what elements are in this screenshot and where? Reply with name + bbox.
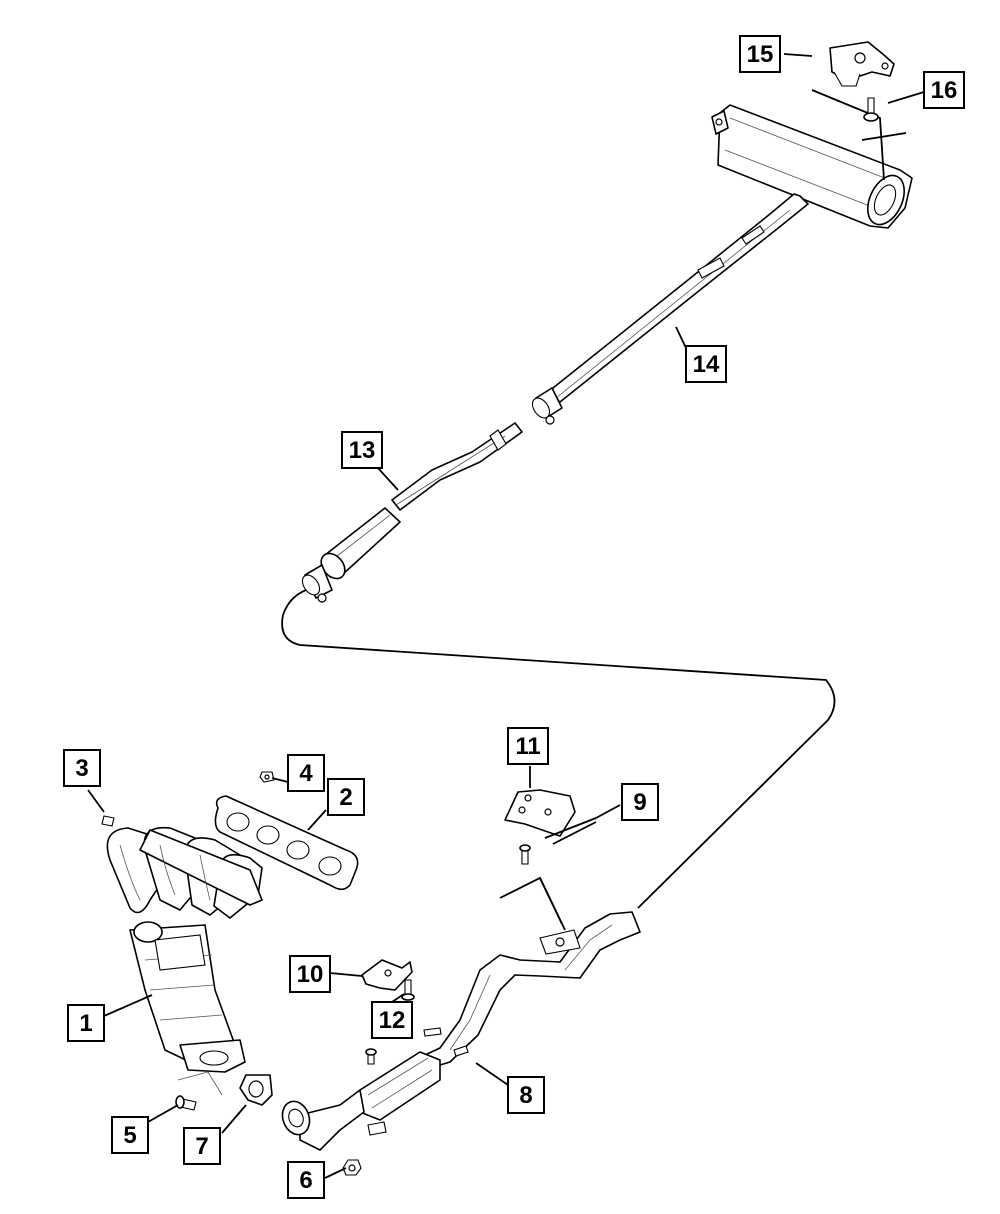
callout-12: 12 xyxy=(371,1001,413,1039)
muffler xyxy=(711,104,913,229)
callout-8: 8 xyxy=(507,1076,545,1114)
bolt-5 xyxy=(175,1095,197,1111)
callout-1: 1 xyxy=(67,1004,105,1042)
bolt-16 xyxy=(863,97,879,122)
leader-5 xyxy=(147,1104,179,1123)
callout-13-label: 13 xyxy=(349,437,376,464)
gasket-7 xyxy=(239,1074,273,1106)
isolator-bracket xyxy=(499,789,597,931)
nut-4 xyxy=(259,771,275,783)
leader-2 xyxy=(307,809,327,831)
callout-5: 5 xyxy=(111,1116,149,1154)
leader-15 xyxy=(783,53,813,57)
tailpipe xyxy=(531,193,809,425)
leader-12 xyxy=(391,993,405,1003)
leader-13 xyxy=(377,467,399,491)
callout-11: 11 xyxy=(507,727,549,765)
leader-9 xyxy=(595,804,621,819)
leader-14 xyxy=(675,326,687,349)
leader-4 xyxy=(271,777,289,783)
routing-line xyxy=(281,587,836,909)
hanger-bracket xyxy=(811,41,907,181)
callout-7: 7 xyxy=(183,1127,221,1165)
leader-1 xyxy=(103,994,153,1017)
leader-16 xyxy=(887,91,925,104)
callout-3: 3 xyxy=(63,749,101,787)
callout-10: 10 xyxy=(289,955,331,993)
bolt-12 xyxy=(401,979,415,1001)
callout-13: 13 xyxy=(341,431,383,469)
callout-4: 4 xyxy=(287,754,325,792)
front-pipe xyxy=(281,911,641,1151)
callout-1-label: 1 xyxy=(79,1010,92,1037)
callout-4-label: 4 xyxy=(299,760,313,787)
leader-6 xyxy=(324,1167,347,1179)
callout-9-label: 9 xyxy=(633,789,646,816)
callout-9: 9 xyxy=(621,783,659,821)
manifold-gasket xyxy=(214,795,359,891)
callout-7-label: 7 xyxy=(195,1133,208,1160)
leader-8 xyxy=(475,1062,509,1086)
leader-3 xyxy=(87,789,105,813)
callout-14-label: 14 xyxy=(693,351,720,378)
callout-16-label: 16 xyxy=(931,77,958,104)
callout-2-label: 2 xyxy=(339,784,352,811)
callout-2: 2 xyxy=(327,778,365,816)
bolt-3 xyxy=(101,815,115,827)
callout-14: 14 xyxy=(685,345,727,383)
callout-11-label: 11 xyxy=(515,733,540,760)
exhaust-manifold xyxy=(106,826,263,1096)
callout-15-label: 15 xyxy=(747,41,774,68)
callout-16: 16 xyxy=(923,71,965,109)
callout-3-label: 3 xyxy=(75,755,88,782)
bracket-10 xyxy=(361,959,413,991)
callout-6: 6 xyxy=(287,1161,325,1199)
leader-7 xyxy=(221,1104,247,1134)
callout-5-label: 5 xyxy=(123,1122,136,1149)
callout-8-label: 8 xyxy=(519,1082,532,1109)
nut-6 xyxy=(342,1159,362,1176)
callout-6-label: 6 xyxy=(299,1167,312,1194)
callout-15: 15 xyxy=(739,35,781,73)
leader-10 xyxy=(329,972,363,977)
resonator-pipe xyxy=(301,422,523,603)
callout-10-label: 10 xyxy=(297,961,324,988)
callout-12-label: 12 xyxy=(379,1007,406,1034)
